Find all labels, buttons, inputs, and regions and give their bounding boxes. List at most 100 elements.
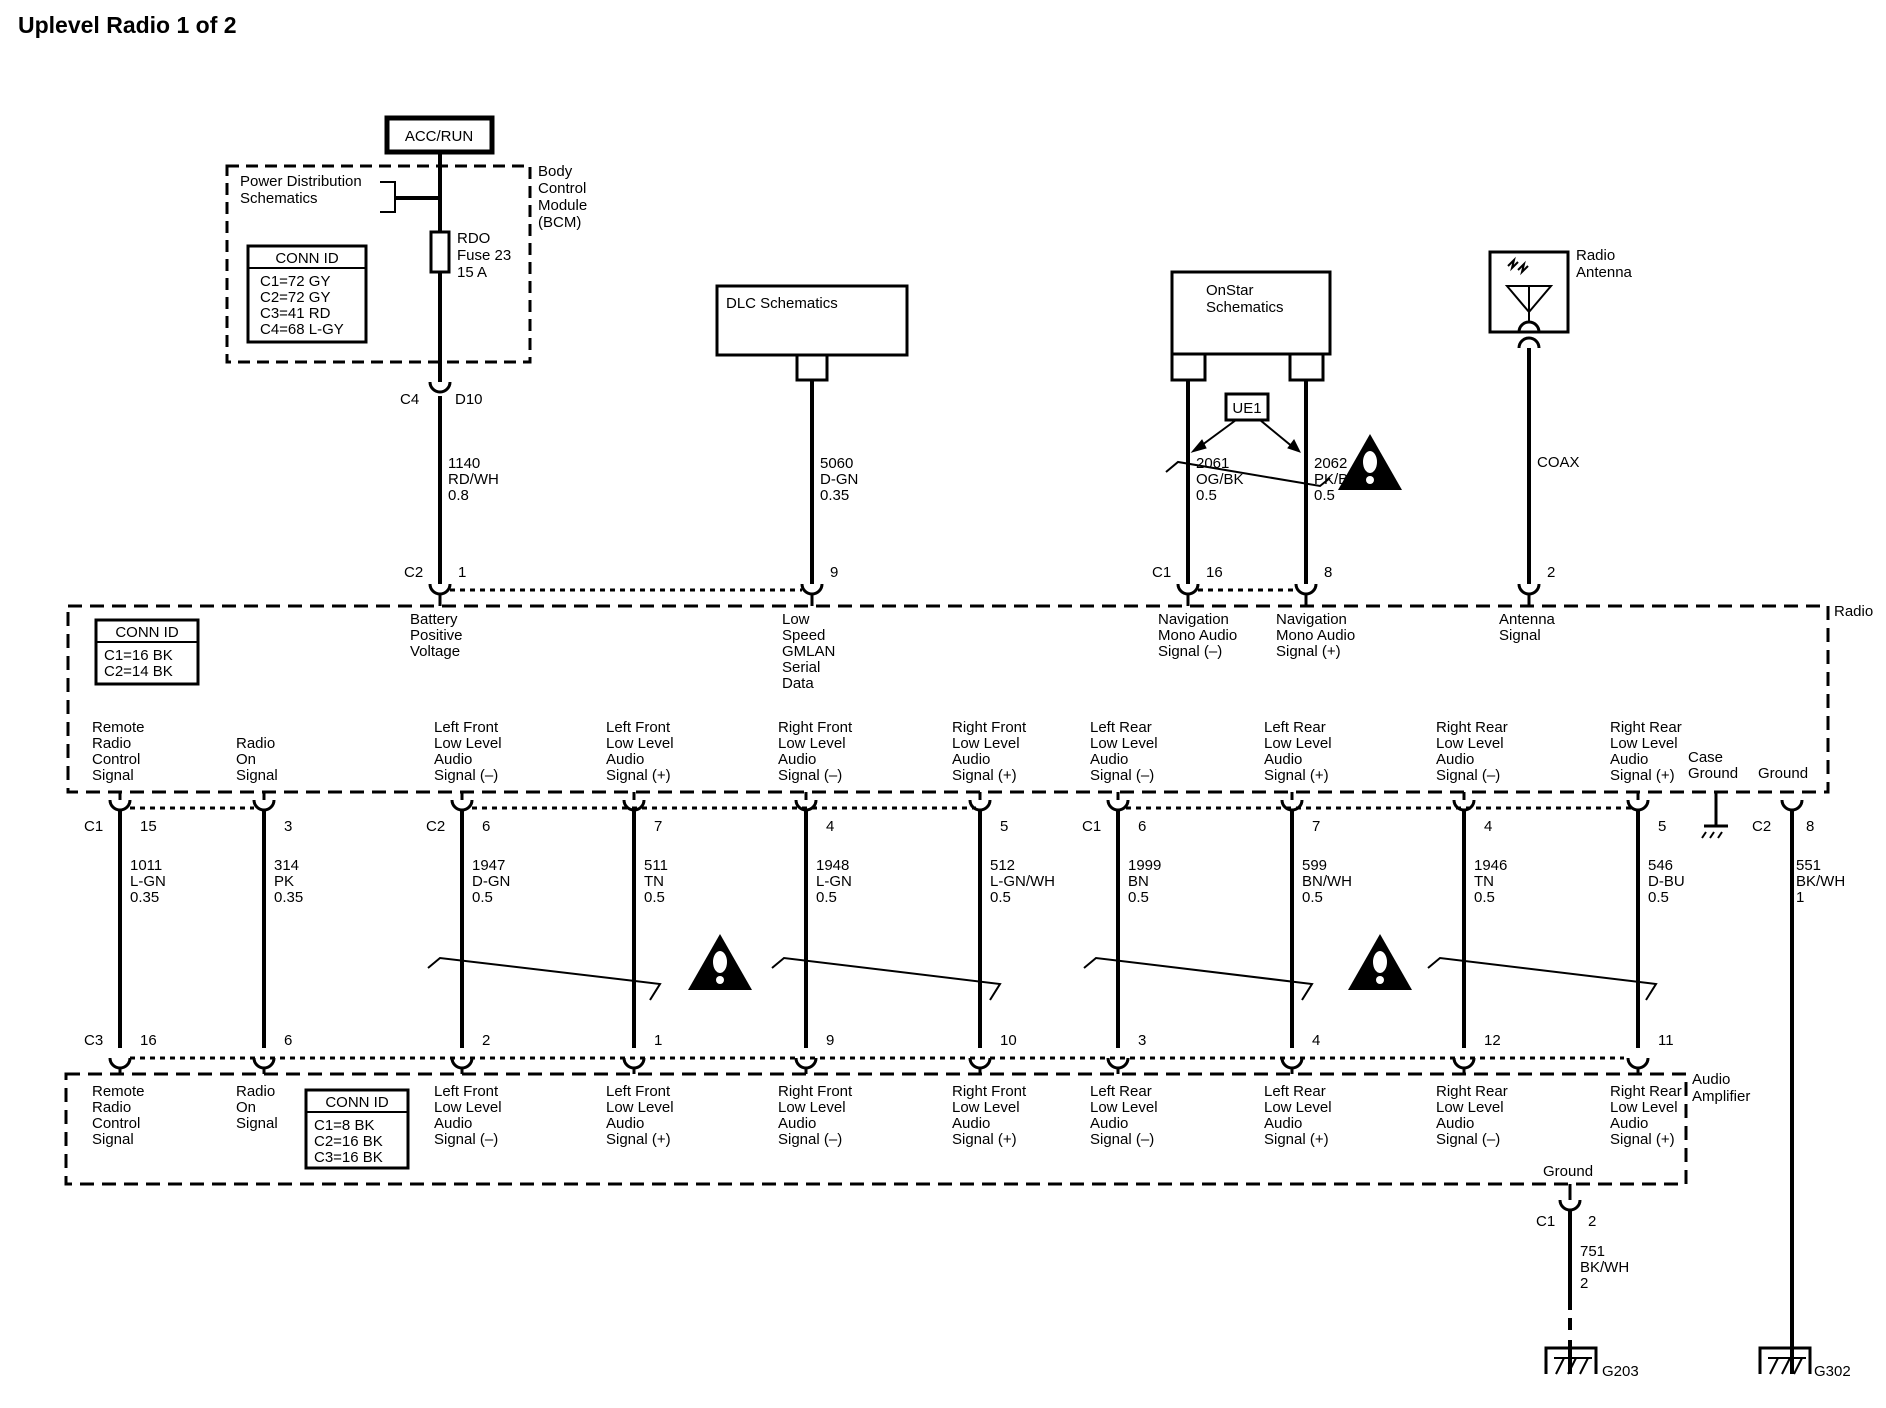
amplifier-conn-id-header: CONN ID [325, 1094, 389, 1111]
radio-pin-label: Right Front [778, 719, 853, 736]
circuit-label: 0.35 [820, 487, 849, 504]
amplifier-pin-label: Signal (–) [434, 1131, 498, 1148]
radio-ground-circuit: BK/WH [1796, 873, 1845, 890]
amplifier-pin-label: Signal (+) [606, 1131, 671, 1148]
radio-pin-label: Audio [1610, 751, 1648, 768]
amplifier-pin-label: Low Level [1610, 1099, 1678, 1116]
pin-number: 7 [654, 818, 662, 835]
radio-pin-label: Data [782, 675, 814, 692]
radio-pin-label: Antenna [1499, 611, 1556, 628]
circuit-label: TN [1474, 873, 1494, 890]
pin-number: 12 [1484, 1032, 1501, 1049]
radio-pin-label: Battery [410, 611, 458, 628]
radio-pin-label: Signal (–) [1090, 767, 1154, 784]
radio-ground-circuit: 551 [1796, 857, 1821, 874]
bcm-label-2: Control [538, 180, 586, 197]
amplifier-pin-label: Low Level [1090, 1099, 1158, 1116]
radio-pin-label: Left Front [606, 719, 671, 736]
amplifier-pin-label: Right Front [952, 1083, 1027, 1100]
amplifier-pin-label: Low Level [778, 1099, 846, 1116]
amplifier-pin-label: Audio [434, 1115, 472, 1132]
circuit-label: L-GN [816, 873, 852, 890]
radio-pin-label: Low Level [434, 735, 502, 752]
caution-icon [1348, 934, 1412, 990]
connector-id: C2 [404, 564, 423, 581]
connector-id: C1 [1082, 818, 1101, 835]
radio-pin-label: Serial [782, 659, 820, 676]
radio-pin-label: Left Front [434, 719, 499, 736]
radio-ground-label: Ground [1758, 765, 1808, 782]
amplifier-conn-id-row: C2=16 BK [314, 1133, 383, 1150]
circuit-label: 0.5 [816, 889, 837, 906]
pin-number: 9 [830, 564, 838, 581]
circuit-label: 0.5 [990, 889, 1011, 906]
amplifier-pin-label: Signal (+) [952, 1131, 1017, 1148]
radio-conn-id-row: C1=16 BK [104, 647, 173, 664]
amplifier-ground-circuit: 2 [1580, 1275, 1588, 1292]
radio-pin-label: Audio [1090, 751, 1128, 768]
radio-pin-label: Radio [92, 735, 131, 752]
radio-pin-label: Audio [952, 751, 990, 768]
pin-number: 10 [1000, 1032, 1017, 1049]
amplifier-pin-label: Low Level [1264, 1099, 1332, 1116]
connector-id: C1 [84, 818, 103, 835]
radio-antenna-box [1488, 250, 1570, 334]
bcm-conn-id-row: C2=72 GY [260, 289, 330, 306]
amplifier-ground-circuit: BK/WH [1580, 1259, 1629, 1276]
circuit-label: 599 [1302, 857, 1327, 874]
radio-conn-id-box [94, 618, 200, 686]
radio-pin-label: Radio [236, 735, 275, 752]
radio-pin-label: Right Rear [1436, 719, 1508, 736]
pin-number: 2 [482, 1032, 490, 1049]
radio-pin-label: Signal (+) [1264, 767, 1329, 784]
amplifier-pin-label: Right Front [778, 1083, 853, 1100]
bcm-box [225, 164, 532, 364]
onstar-schematics-box [1170, 270, 1332, 356]
radio-pin-label: Signal (+) [952, 767, 1017, 784]
amplifier-pin-label: On [236, 1099, 256, 1116]
pin-number: 16 [1206, 564, 1223, 581]
radio-pin-label: Audio [778, 751, 816, 768]
radio-pin-label: Audio [1436, 751, 1474, 768]
circuit-label: D-GN [820, 471, 858, 488]
bcm-conn-id-header: CONN ID [275, 250, 339, 267]
connector-id: C3 [84, 1032, 103, 1049]
radio-pin-label: Left Rear [1264, 719, 1326, 736]
pin-number: 1 [654, 1032, 662, 1049]
pin-number: 7 [1312, 818, 1320, 835]
circuit-label: 2061 [1196, 455, 1229, 472]
amplifier-pin-label: Signal [92, 1131, 134, 1148]
radio-pin-label: Audio [434, 751, 472, 768]
radio-pin-label: Signal (–) [434, 767, 498, 784]
amplifier-ground-conn: C1 [1536, 1213, 1555, 1230]
amplifier-conn-id-row: C1=8 BK [314, 1117, 374, 1134]
circuit-label: 0.5 [1314, 487, 1335, 504]
amplifier-pin-label: Audio [1436, 1115, 1474, 1132]
radio-pin-label: Remote [92, 719, 145, 736]
bcm-conn-id-row: C3=41 RD [260, 305, 331, 322]
onstar-label-2: Schematics [1206, 299, 1284, 316]
amplifier-label-2: Amplifier [1692, 1088, 1750, 1105]
pin-number: 8 [1324, 564, 1332, 581]
radio-pin-label: On [236, 751, 256, 768]
circuit-label: BN/WH [1302, 873, 1352, 890]
antenna-label-2: Antenna [1576, 264, 1633, 281]
circuit-label: 5060 [820, 455, 853, 472]
fuse-label-2: Fuse 23 [457, 247, 511, 264]
circuit-label: 511 [644, 857, 668, 874]
circuit-label: 0.5 [1648, 889, 1669, 906]
acc-run-label: ACC/RUN [405, 128, 473, 145]
circuit-label: PK/BK [1314, 471, 1358, 488]
circuit-label: 0.8 [448, 487, 469, 504]
bcm-conn-id-box [246, 244, 368, 344]
radio-conn-id-header: CONN ID [115, 624, 179, 641]
amplifier-conn-id-row: C3=16 BK [314, 1149, 383, 1166]
